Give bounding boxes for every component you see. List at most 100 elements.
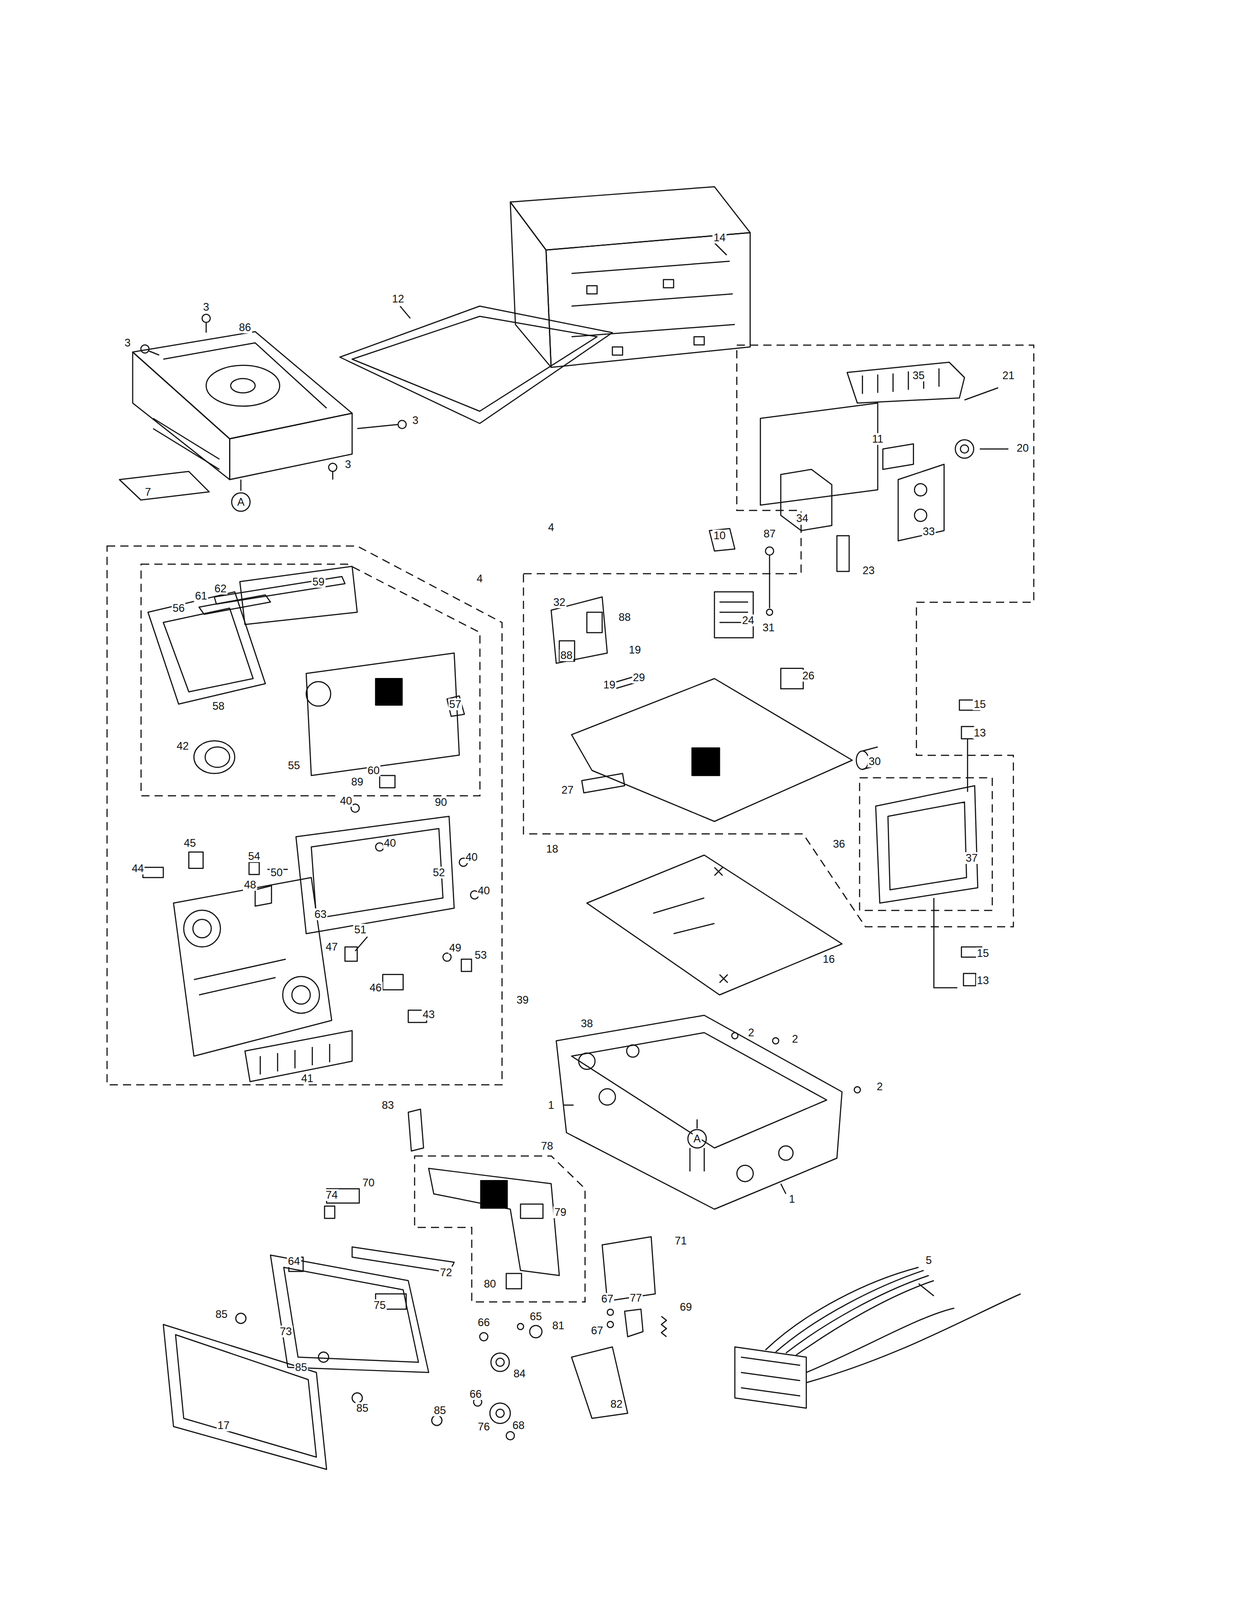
assembly-group: 3955 bbox=[107, 546, 503, 1086]
callout-number: 38 bbox=[579, 1017, 594, 1030]
callout-number: 4 bbox=[547, 521, 555, 534]
callout-number: 51 bbox=[353, 924, 368, 936]
callout-number: 40 bbox=[382, 837, 397, 850]
callout-number: 1 bbox=[787, 1193, 796, 1206]
assembly-group: 78 bbox=[414, 1156, 586, 1303]
callout-number: 58 bbox=[211, 700, 226, 713]
callout-number: 85 bbox=[432, 1404, 447, 1417]
dashed-group-outline bbox=[414, 1156, 586, 1303]
callout-number: 3 bbox=[344, 458, 353, 471]
callout-number: 89 bbox=[350, 776, 365, 788]
callout-number: 2 bbox=[875, 1080, 884, 1093]
callout-number: 56 bbox=[171, 602, 186, 615]
callout-number: 69 bbox=[679, 1301, 694, 1314]
callout-number: 3 bbox=[123, 337, 132, 349]
callout-number: 81 bbox=[551, 1320, 566, 1332]
case-part bbox=[510, 186, 751, 368]
callout-number: 80 bbox=[483, 1278, 498, 1291]
callout-number: 52 bbox=[431, 866, 446, 879]
callout-number: 10 bbox=[712, 529, 727, 542]
callout-number: 66 bbox=[468, 1388, 483, 1401]
callout-number: 67 bbox=[590, 1325, 605, 1337]
callout-number: 35 bbox=[911, 369, 926, 382]
assembly-group: 1836 bbox=[523, 345, 1034, 928]
callout-number: 85 bbox=[293, 1361, 309, 1374]
callout-number: 62 bbox=[213, 582, 228, 595]
callout-number: 86 bbox=[238, 321, 253, 334]
callout-number: 85 bbox=[214, 1308, 229, 1321]
callout-number: 24 bbox=[741, 614, 756, 627]
callout-number: 88 bbox=[559, 649, 574, 662]
callout-number: 13 bbox=[972, 727, 988, 739]
callout-number: 87 bbox=[762, 528, 777, 540]
callout-number: 59 bbox=[311, 576, 326, 588]
callout-number: 41 bbox=[300, 1072, 315, 1085]
main-board bbox=[375, 528, 878, 822]
bezel-parts bbox=[163, 1109, 667, 1470]
callout-number: 4 bbox=[475, 572, 484, 585]
callout-number: 83 bbox=[381, 1099, 396, 1112]
callout-number: 65 bbox=[528, 1310, 543, 1323]
callout-number: 45 bbox=[182, 837, 197, 850]
callout-number: 27 bbox=[560, 784, 575, 797]
callout-number: 44 bbox=[130, 862, 145, 875]
dashed-group-outline bbox=[859, 777, 993, 911]
plate-part bbox=[339, 306, 613, 424]
connector-bracket-parts bbox=[760, 362, 1009, 572]
callout-number: 11 bbox=[871, 433, 885, 445]
insulator-sheet bbox=[586, 855, 843, 996]
group-number: 78 bbox=[540, 1140, 555, 1153]
callout-number: 34 bbox=[795, 512, 810, 525]
callout-number: 43 bbox=[421, 1008, 436, 1021]
callout-number: 46 bbox=[368, 982, 383, 994]
callout-number: 64 bbox=[287, 1255, 302, 1268]
chassis bbox=[556, 1015, 861, 1210]
callout-number: 75 bbox=[372, 1299, 387, 1312]
sub-board bbox=[875, 700, 983, 989]
callout-number: 73 bbox=[278, 1325, 294, 1338]
callout-number: A bbox=[692, 1133, 702, 1145]
callout-number: 53 bbox=[473, 949, 488, 962]
callout-number: 16 bbox=[821, 953, 837, 966]
callout-number: 37 bbox=[964, 852, 979, 865]
callout-number: 12 bbox=[391, 293, 406, 305]
callout-number: 2 bbox=[747, 1026, 755, 1039]
callout-number: 85 bbox=[355, 1402, 370, 1415]
callout-number: 72 bbox=[439, 1266, 454, 1279]
callout-number: 15 bbox=[975, 947, 990, 960]
callout-number: 23 bbox=[861, 564, 876, 577]
dashed-group-outline bbox=[107, 546, 503, 1086]
callout-number: 61 bbox=[194, 590, 209, 602]
dashed-group-outline bbox=[523, 345, 1034, 928]
callout-number: 77 bbox=[628, 1292, 643, 1305]
callout-number: 15 bbox=[972, 698, 988, 711]
callout-number: 29 bbox=[631, 671, 646, 684]
callout-number: 32 bbox=[552, 596, 567, 609]
callout-number: 48 bbox=[243, 879, 258, 891]
callout-number: 20 bbox=[1015, 442, 1030, 455]
callout-number: 2 bbox=[791, 1033, 799, 1046]
callout-number: 74 bbox=[324, 1189, 339, 1202]
callout-number: 26 bbox=[801, 669, 816, 682]
callout-number: 3 bbox=[411, 414, 420, 427]
callout-number: 57 bbox=[448, 698, 463, 711]
callout-number: 66 bbox=[476, 1316, 491, 1329]
callout-number: 82 bbox=[609, 1398, 624, 1411]
callout-number: 21 bbox=[1001, 369, 1016, 382]
callout-number: 67 bbox=[600, 1293, 615, 1306]
callout-number: 42 bbox=[175, 740, 190, 753]
callout-number: 79 bbox=[553, 1206, 568, 1219]
callout-number: 19 bbox=[627, 644, 642, 656]
callout-number: 19 bbox=[602, 679, 617, 691]
callout-number: 50 bbox=[269, 866, 284, 879]
callout-number: 60 bbox=[366, 764, 381, 777]
callout-number: 3 bbox=[202, 301, 211, 313]
callout-number: 7 bbox=[144, 486, 152, 499]
callout-number: 88 bbox=[617, 611, 632, 624]
callout-number: 31 bbox=[761, 621, 776, 634]
callout-number: 90 bbox=[434, 796, 449, 809]
callout-number: 71 bbox=[673, 1235, 688, 1247]
callout-number: 14 bbox=[712, 231, 727, 244]
callout-number: 70 bbox=[361, 1177, 376, 1189]
